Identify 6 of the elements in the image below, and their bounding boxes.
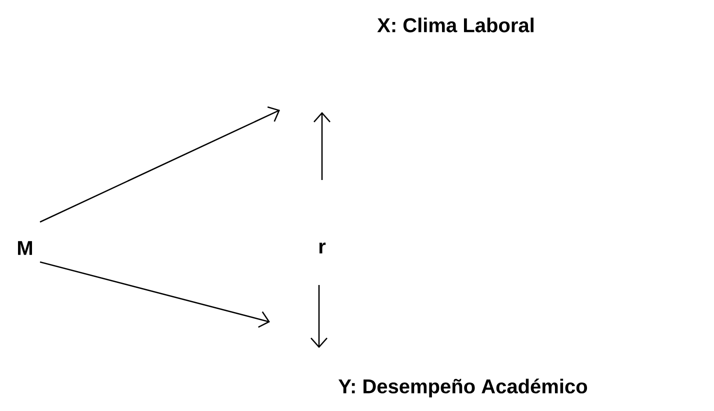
heading-text: X: Clima Laboral <box>377 18 534 32</box>
variable-label: M <box>18 241 32 255</box>
arrow <box>40 106 280 223</box>
variable-label: r <box>319 242 326 254</box>
arrow <box>40 261 270 328</box>
heading-text: Y: Desempeño Académico <box>338 378 588 398</box>
